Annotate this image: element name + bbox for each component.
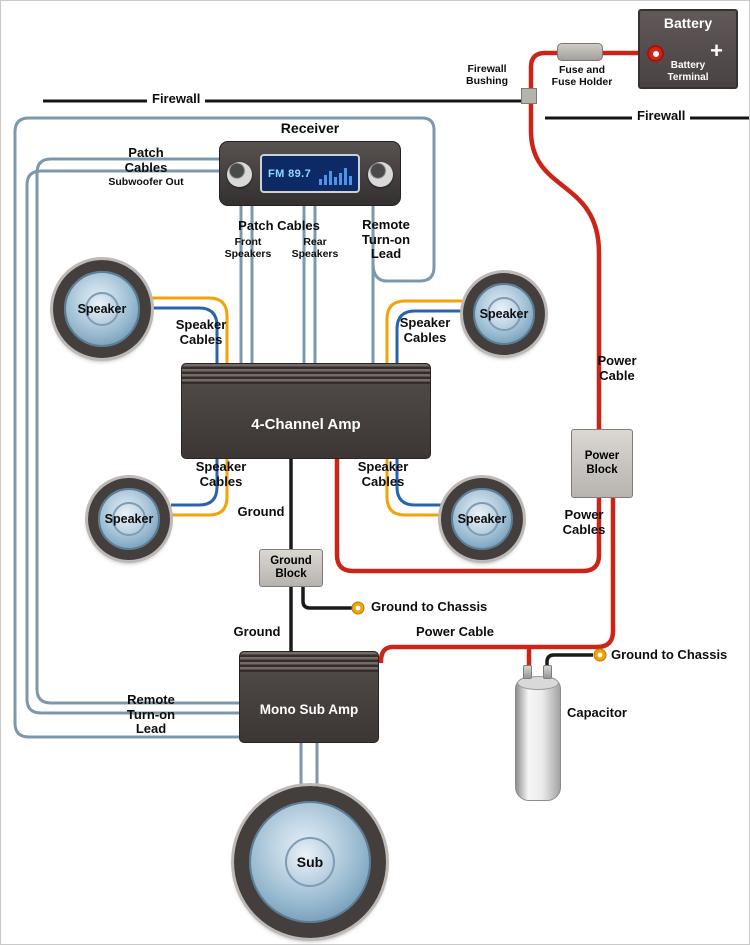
speaker-front-right: Speaker bbox=[463, 273, 545, 355]
power-cable-bottom-label: Power Cable bbox=[415, 624, 495, 639]
fuse-holder bbox=[557, 43, 603, 61]
speaker-label: Speaker bbox=[457, 512, 507, 526]
battery-box: Battery + Battery Terminal bbox=[638, 9, 738, 89]
equalizer-bars-icon bbox=[319, 163, 352, 185]
subwoofer-label: Sub bbox=[296, 854, 324, 870]
speaker-cables-fr-label: Speaker Cables bbox=[399, 315, 451, 345]
power-cable-right-label: Power Cable bbox=[597, 353, 637, 383]
heatsink-fins bbox=[182, 364, 430, 384]
speaker-cables-rl-label: Speaker Cables bbox=[195, 459, 247, 489]
fuse-holder-label: Fuse and Fuse Holder bbox=[551, 64, 613, 88]
mono-sub-amp-label: Mono Sub Amp bbox=[259, 702, 359, 717]
battery-title: Battery bbox=[663, 15, 713, 31]
speaker-cables-rr-label: Speaker Cables bbox=[357, 459, 409, 489]
speaker-cables-fl-label: Speaker Cables bbox=[175, 317, 227, 347]
receiver-knob-left-icon bbox=[227, 162, 252, 187]
capacitor-positive-post bbox=[523, 665, 532, 679]
speaker-label: Speaker bbox=[479, 307, 529, 321]
firewall-label-right: Firewall bbox=[632, 108, 691, 124]
patch-cables-bottom-title: Patch Cables bbox=[238, 218, 320, 233]
speaker-dust-cap bbox=[487, 297, 521, 331]
ground-block: Ground Block bbox=[259, 549, 323, 587]
receiver: FM 89.7 bbox=[219, 141, 401, 206]
chassis-ring-terminal-2-icon bbox=[593, 648, 607, 662]
speaker-label: Speaker bbox=[77, 302, 127, 316]
remote-turn-on-lead-bottom-label: Remote Turn-on Lead bbox=[126, 692, 176, 737]
ground-wire-to-chassis-1 bbox=[301, 584, 352, 610]
capacitor-negative-post bbox=[543, 665, 552, 679]
power-cables-label: Power Cables bbox=[562, 507, 606, 537]
ground-top-label: Ground bbox=[237, 504, 285, 519]
firewall-bushing-label: Firewall Bushing bbox=[466, 63, 508, 87]
speaker-label: Speaker bbox=[104, 512, 154, 526]
speaker-rear-left: Speaker bbox=[88, 478, 170, 560]
ground-to-chassis-label-1: Ground to Chassis bbox=[371, 599, 488, 614]
ground-wire-to-chassis-2 bbox=[545, 653, 593, 673]
battery-plus-sign: + bbox=[710, 38, 723, 63]
receiver-frequency: FM 89.7 bbox=[268, 167, 312, 180]
chassis-ring-terminal-2-hole bbox=[597, 652, 603, 658]
receiver-title: Receiver bbox=[280, 120, 340, 136]
chassis-ring-terminal-1-icon bbox=[351, 601, 365, 615]
receiver-knob-right-icon bbox=[368, 162, 393, 187]
ground-to-chassis-label-2: Ground to Chassis bbox=[611, 647, 728, 662]
capacitor-cylinder bbox=[515, 676, 561, 801]
speaker-front-left: Speaker bbox=[53, 260, 151, 358]
four-channel-amp-label: 4-Channel Amp bbox=[251, 416, 361, 433]
ground-bottom-label: Ground bbox=[233, 624, 281, 639]
speaker-rear-right: Speaker bbox=[441, 478, 523, 560]
battery-terminal-label: Battery Terminal bbox=[667, 60, 709, 84]
battery-ring-terminal-icon bbox=[647, 45, 664, 62]
heatsink-fins bbox=[240, 652, 378, 672]
mono-sub-amp: Mono Sub Amp bbox=[239, 651, 379, 743]
subwoofer-out-label: Subwoofer Out bbox=[108, 176, 184, 188]
subwoofer: Sub bbox=[234, 786, 386, 938]
firewall-label-left: Firewall bbox=[147, 91, 206, 107]
front-speakers-label: Front Speakers bbox=[224, 236, 272, 260]
receiver-display: FM 89.7 bbox=[260, 154, 360, 193]
patch-cables-left-title: Patch Cables bbox=[124, 145, 168, 175]
remote-turn-on-lead-top-label: Remote Turn-on Lead bbox=[361, 217, 411, 262]
power-block: Power Block bbox=[571, 429, 633, 498]
rear-speakers-label: Rear Speakers bbox=[291, 236, 339, 260]
capacitor-label: Capacitor bbox=[567, 705, 627, 720]
firewall-bushing bbox=[521, 88, 537, 104]
speaker-dust-cap bbox=[285, 837, 335, 887]
four-channel-amp: 4-Channel Amp bbox=[181, 363, 431, 459]
chassis-ring-terminal-1-hole bbox=[355, 605, 361, 611]
